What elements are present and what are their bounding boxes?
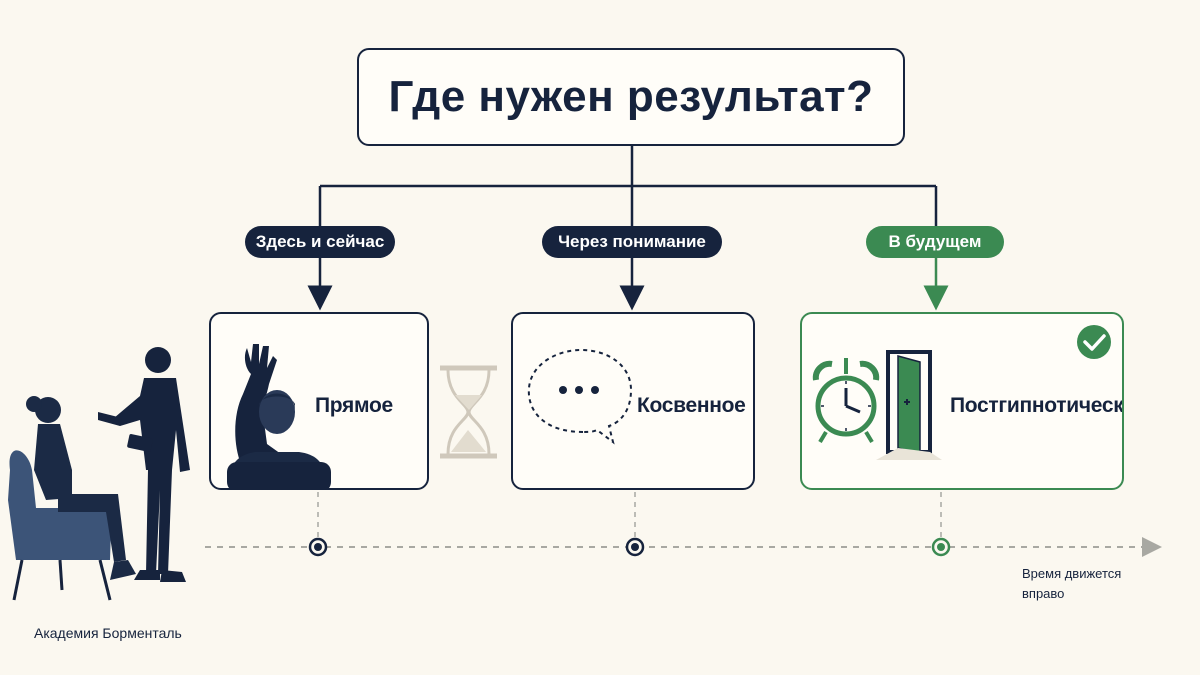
tag-through-understanding: Через понимание [542,226,722,258]
card-direct: Прямое [209,312,429,490]
card-indirect-label: Косвенное [637,394,746,417]
hypnotist-scene-icon [8,347,190,601]
hourglass-icon [440,365,497,459]
alarm-clock-icon [812,358,880,444]
check-icon [1077,325,1111,359]
open-door-icon [876,350,942,460]
timeline-dot-1 [308,537,328,557]
card-direct-label: Прямое [315,394,393,417]
card-posthypnotic: Постгипнотическое [800,312,1124,490]
page-title: Где нужен результат? [388,72,874,121]
tag-in-future: В будущем [866,226,1004,258]
raised-hand-person-icon [227,344,331,488]
title-box: Где нужен результат? [357,48,905,146]
card-posthypnotic-label: Постгипнотическое [950,394,1124,417]
timeline-note: Время движется вправо [1022,566,1122,601]
tree-connector [318,146,938,228]
timeline-dot-3 [931,537,951,557]
tag-here-and-now: Здесь и сейчас [245,226,395,258]
timeline-dot-2 [625,537,645,557]
speech-bubble-icon [527,348,633,445]
footer-brand: Академия Борменталь [34,625,182,641]
card-indirect: Косвенное [511,312,755,490]
